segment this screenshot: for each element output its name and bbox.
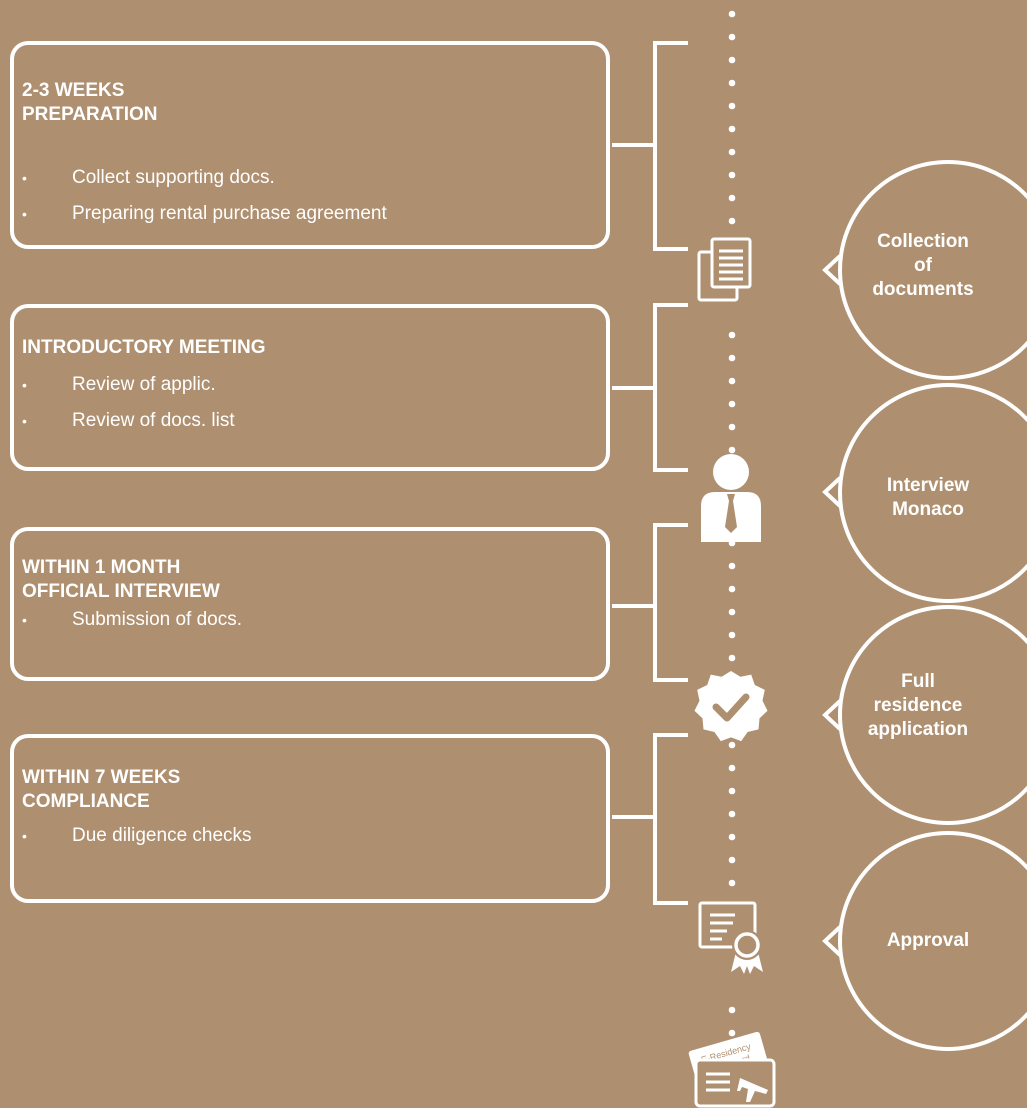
- bullet-item: Review of docs. list: [22, 403, 235, 439]
- stage-1-connector: [612, 41, 688, 251]
- step-circle-approval: [838, 831, 1027, 1051]
- step-4-pointer: [822, 925, 842, 957]
- stage-title-preparation: 2-3 WEEKS PREPARATION: [22, 80, 158, 125]
- step-label-full-residence: Full residence application: [867, 671, 969, 740]
- stage-bullets-introductory-meeting: Review of applic. Review of docs. list: [22, 367, 235, 439]
- step-label-approval: Approval: [886, 930, 970, 951]
- step-2-pointer: [822, 476, 842, 508]
- step-circle-full-residence: [838, 605, 1027, 825]
- stage-title-official-interview: WITHIN 1 MONTH OFFICIAL INTERVIEW: [22, 557, 220, 602]
- residency-card-icon: E-Residency Card: [688, 1031, 776, 1108]
- stage-bullets-preparation: Collect supporting docs. Preparing renta…: [22, 160, 387, 232]
- stage-box-official-interview: [10, 527, 610, 681]
- timeline-dotted-line: [728, 10, 736, 1037]
- step-circle-interview: [838, 383, 1027, 603]
- stage-3-connector: [612, 523, 688, 682]
- bullet-item: Submission of docs.: [22, 602, 242, 638]
- check-badge-icon: [694, 671, 768, 742]
- stage-title-compliance: WITHIN 7 WEEKS COMPLIANCE: [22, 767, 181, 812]
- documents-icon: [697, 237, 752, 302]
- stage-title-introductory-meeting: INTRODUCTORY MEETING: [22, 337, 266, 358]
- stage-box-preparation: [10, 41, 610, 249]
- person-tie-icon: [701, 454, 761, 542]
- bullet-item: Preparing rental purchase agreement: [22, 196, 387, 232]
- stage-bullets-official-interview: Submission of docs.: [22, 602, 242, 638]
- bullet-item: Review of applic.: [22, 367, 235, 403]
- step-label-collection: Collection of documents: [872, 231, 974, 300]
- stage-4-connector: [612, 733, 688, 905]
- stage-box-introductory-meeting: [10, 304, 610, 471]
- bullet-item: Collect supporting docs.: [22, 160, 387, 196]
- step-label-interview: Interview Monaco: [886, 475, 970, 520]
- stage-2-connector: [612, 303, 688, 472]
- stage-box-compliance: [10, 734, 610, 903]
- stage-bullets-compliance: Due diligence checks: [22, 818, 252, 854]
- step-circle-collection: [838, 160, 1027, 380]
- step-1-pointer: [822, 254, 842, 286]
- step-3-pointer: [822, 699, 842, 731]
- bullet-item: Due diligence checks: [22, 818, 252, 854]
- certificate-icon: [698, 901, 763, 974]
